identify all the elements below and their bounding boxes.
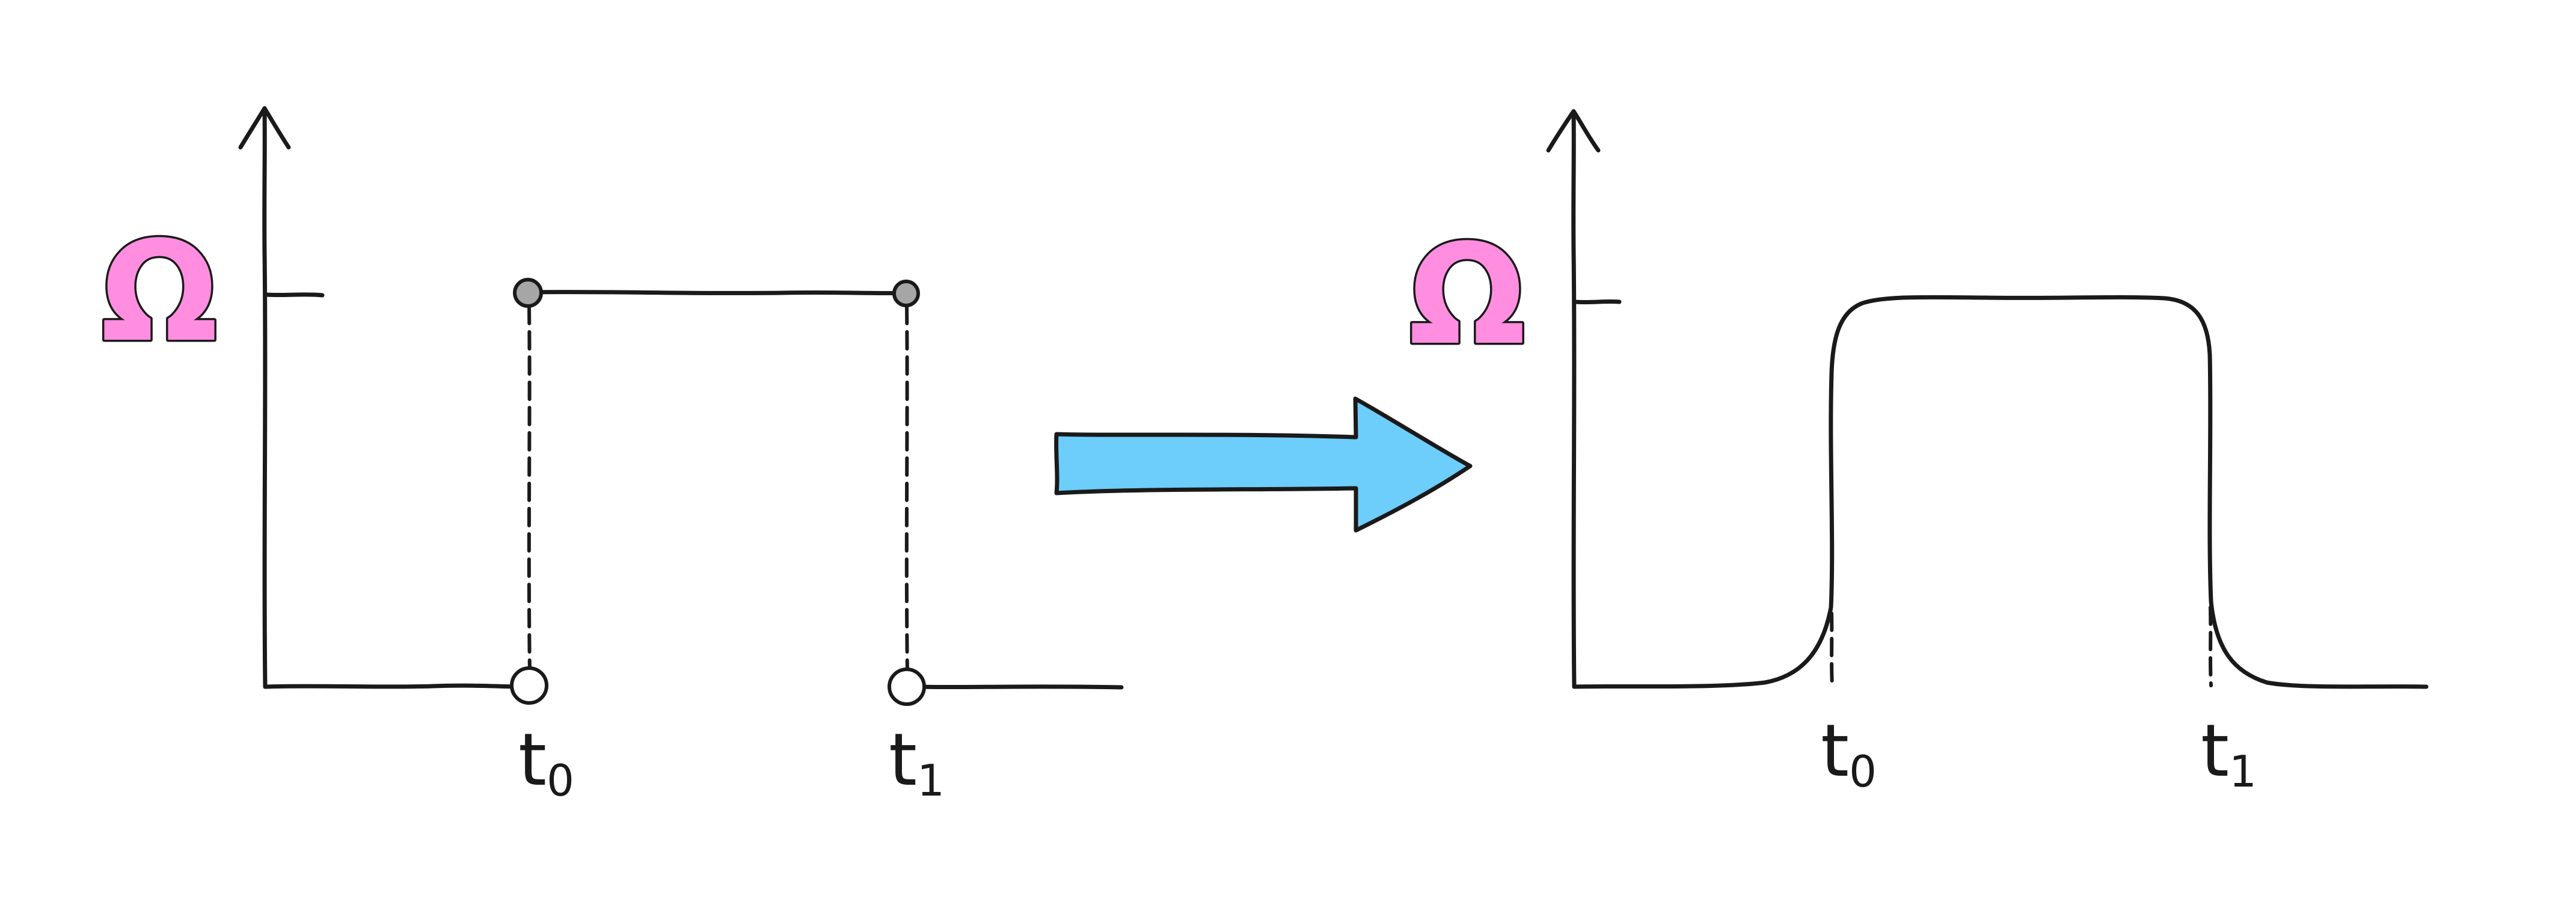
left-t0-filled-endpoint: [513, 278, 543, 308]
right-omega-label: Ω: [1408, 215, 1526, 376]
left-t0-dashed-line: [527, 305, 532, 675]
left-high-level: [526, 290, 907, 296]
transformation-arrow: [1054, 396, 1473, 533]
left-panel: Ω t0 t1: [99, 106, 1124, 806]
left-t0-open-endpoint: [510, 666, 548, 705]
left-t1-filled-endpoint: [892, 280, 920, 307]
right-arrow-icon: [1054, 396, 1473, 533]
right-omega-tick: [1573, 299, 1622, 305]
left-t1-label: t1: [889, 719, 945, 806]
left-baseline-low: [263, 683, 517, 689]
left-y-axis-arrowhead-icon: [238, 106, 291, 150]
right-panel: Ω t0 t1: [1406, 109, 2429, 797]
right-smoothed-pulse-curve: [1572, 295, 2429, 689]
left-omega-label: Ω: [100, 212, 218, 373]
right-t1-dashed-line: [2209, 606, 2213, 687]
right-t1-label: t1: [2201, 710, 2257, 797]
right-t0-label: t0: [1821, 710, 1877, 797]
right-y-axis-arrowhead-icon: [1546, 109, 1601, 153]
left-t1-open-endpoint: [888, 667, 926, 706]
left-t0-label: t0: [518, 719, 574, 806]
